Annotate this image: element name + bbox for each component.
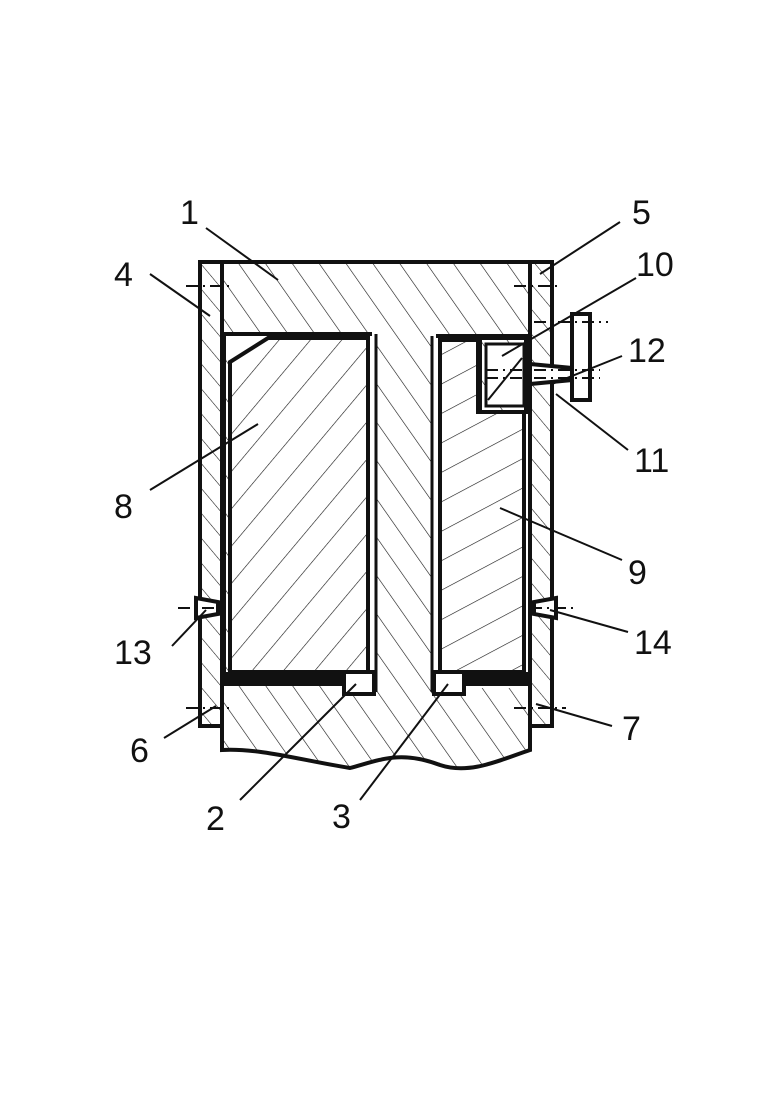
leader-14 (550, 610, 628, 632)
leader-11 (556, 394, 628, 450)
sleeve-part-4 (200, 262, 222, 726)
seal-strip-right (462, 672, 528, 686)
ref-numeral-3: 3 (332, 798, 351, 836)
leader-5 (540, 222, 620, 274)
ref-numeral-14: 14 (634, 624, 672, 662)
ref-numeral-9: 9 (628, 554, 647, 592)
seal-strip-left (222, 672, 342, 686)
sleeve-part-5 (530, 262, 552, 726)
ref-numeral-8: 8 (114, 488, 133, 526)
ref-numeral-6: 6 (130, 732, 149, 770)
ref-numeral-11: 11 (634, 442, 669, 480)
ref-numeral-2: 2 (206, 800, 225, 838)
ref-numeral-13: 13 (114, 634, 152, 672)
ref-numeral-5: 5 (632, 194, 651, 232)
insert-part-8 (230, 338, 368, 672)
ref-numeral-10: 10 (636, 246, 674, 284)
screw-head-part-12 (572, 314, 590, 400)
block-part-3 (434, 672, 464, 694)
ref-numeral-12: 12 (628, 332, 666, 370)
ref-numeral-4: 4 (114, 256, 133, 294)
ref-numeral-1: 1 (180, 194, 199, 232)
ref-numeral-7: 7 (622, 710, 641, 748)
screw-part-11 (530, 364, 572, 384)
